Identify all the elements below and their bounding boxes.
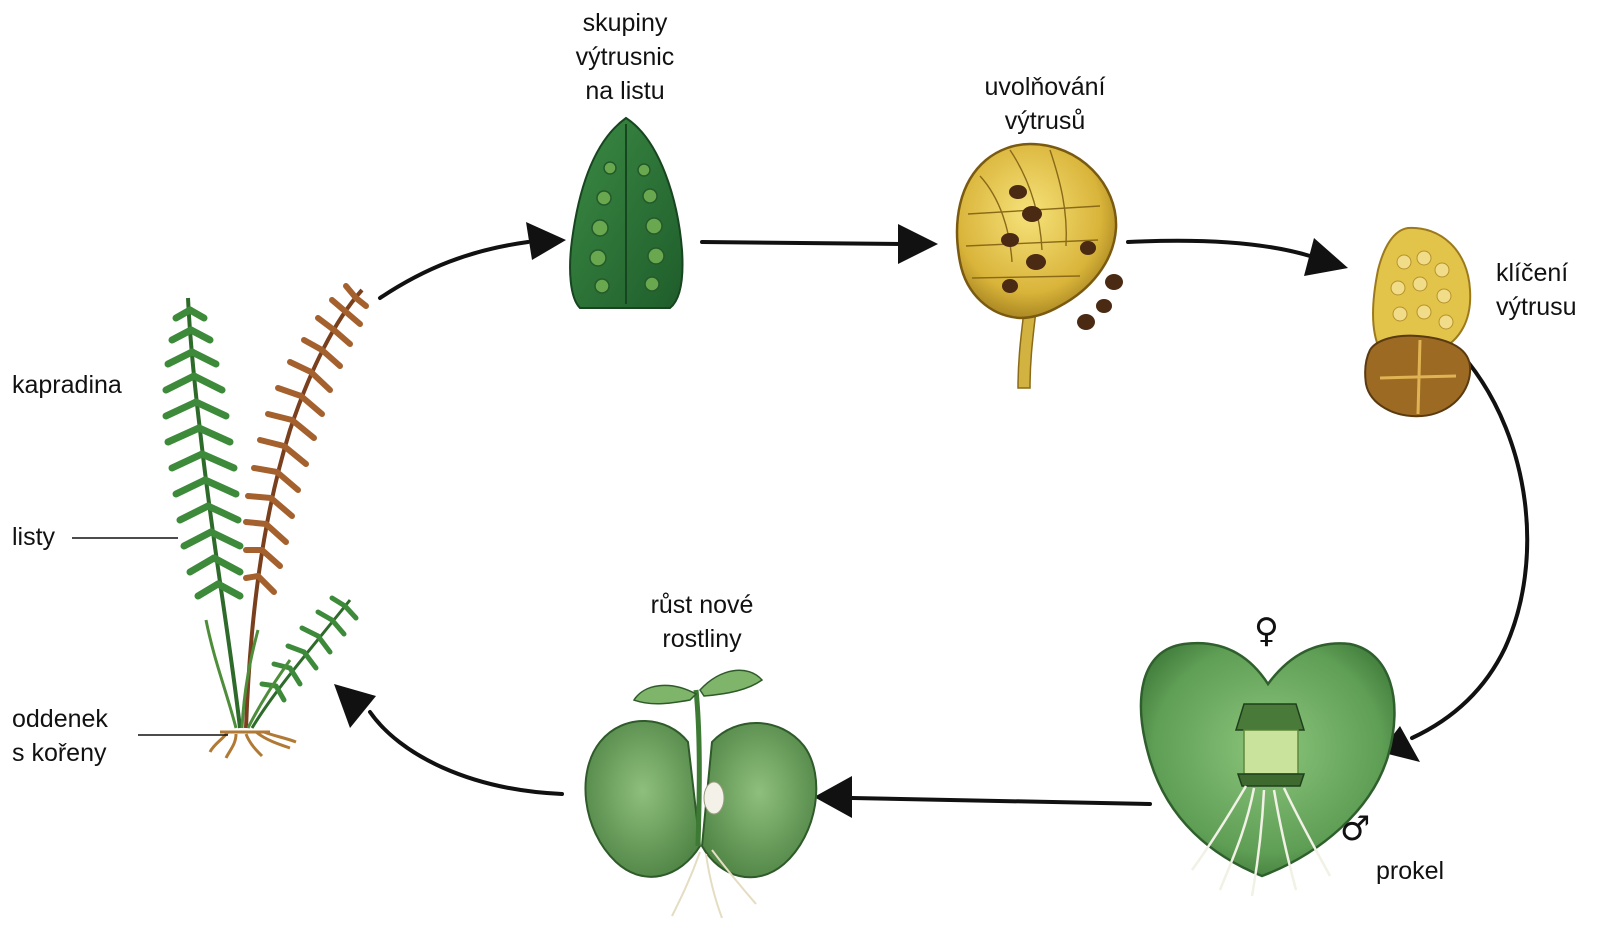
label-germination-line1: klíčení: [1496, 256, 1568, 290]
arrow-growth-to-fern: [370, 712, 562, 794]
sori-leaf-illustration: [570, 118, 682, 308]
young-plant-left-lobe: [585, 721, 700, 877]
small-frond-stem: [252, 600, 350, 728]
prothallus-illustration: [1141, 643, 1394, 896]
label-release-line1: uvolňování: [960, 70, 1130, 104]
green-frond-pinnae: [166, 310, 240, 596]
arrow-fern-to-sori: [380, 242, 528, 298]
archegonia: [1236, 704, 1304, 786]
arrowhead-sori-to-release: [898, 224, 938, 264]
label-growth-line2: rostliny: [612, 622, 792, 656]
label-sori-line1: skupiny: [540, 6, 710, 40]
label-germination-line2: výtrusu: [1496, 290, 1577, 324]
brown-frond-stem: [246, 290, 362, 728]
arrowhead-release-to-germination: [1304, 238, 1348, 276]
arrow-prothallus-to-growth: [852, 798, 1150, 804]
rhizome-roots: [210, 732, 296, 758]
sporangium-capsule: [957, 144, 1116, 318]
young-plant-shoot: [696, 690, 699, 846]
arrowhead-fern-to-sori: [526, 222, 566, 260]
sporangium-illustration: [957, 144, 1123, 388]
label-sori-line3: na listu: [540, 74, 710, 108]
label-rhizome-line1: oddenek: [12, 702, 108, 736]
label-growth-line1: růst nové: [612, 588, 792, 622]
label-release-line2: výtrusů: [960, 104, 1130, 138]
sporangium-stalk: [1018, 310, 1036, 388]
young-plant-illustration: [585, 670, 816, 918]
label-fern: kapradina: [12, 368, 122, 402]
arrowhead-prothallus-to-growth: [814, 776, 852, 818]
female-symbol: ♀: [1254, 614, 1279, 648]
arrow-sori-to-release: [702, 242, 902, 244]
label-leaves: listy: [12, 520, 55, 554]
label-prothallus: prokel: [1376, 854, 1444, 888]
arrowhead-growth-to-fern: [334, 684, 376, 728]
arrow-release-to-germination: [1128, 241, 1310, 256]
label-rhizome-line2: s kořeny: [12, 736, 106, 770]
germinating-cells: [1391, 251, 1453, 329]
germinating-spore-illustration: [1365, 228, 1470, 416]
male-symbol: ♂: [1340, 812, 1370, 846]
label-sori-line2: výtrusnic: [540, 40, 710, 74]
young-plant-bud: [704, 782, 724, 814]
arrow-germination-to-prothallus: [1412, 362, 1527, 738]
